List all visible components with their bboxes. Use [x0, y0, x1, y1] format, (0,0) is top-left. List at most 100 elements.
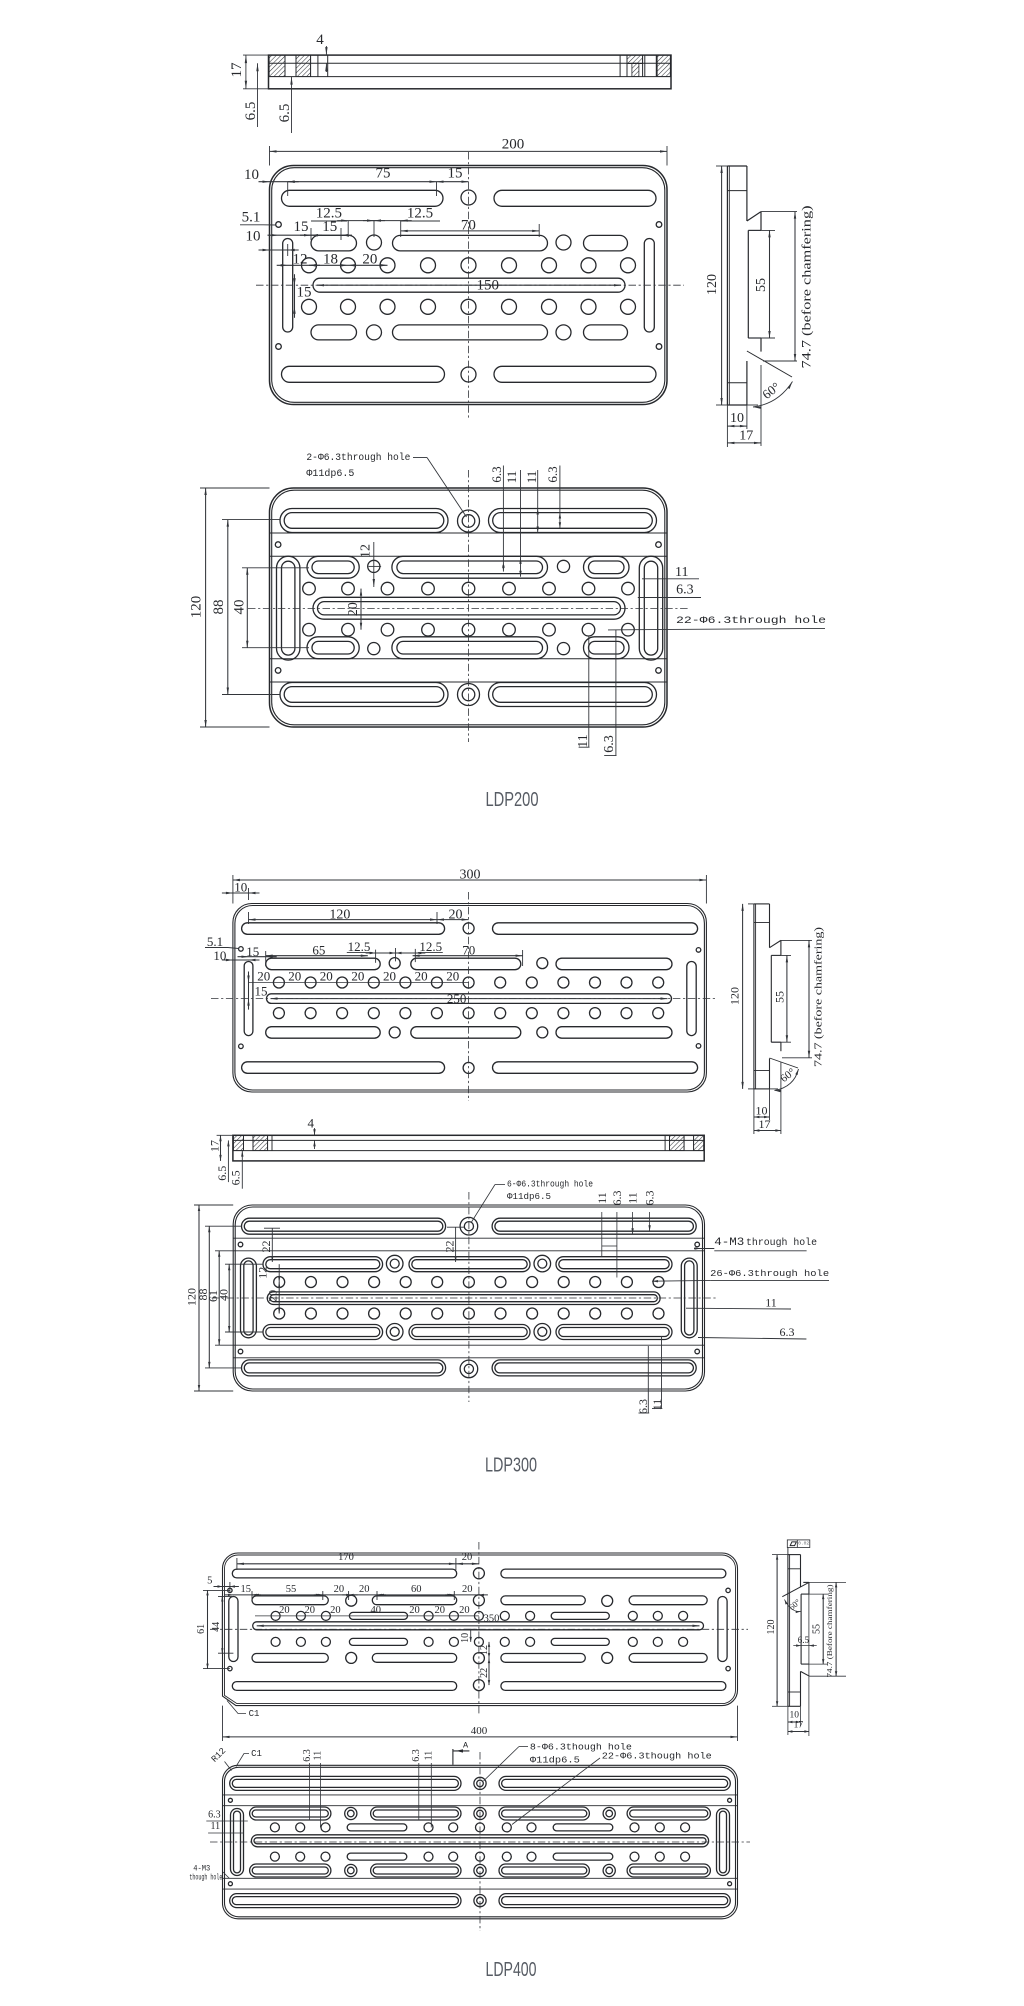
svg-text:10: 10: [244, 167, 259, 183]
svg-text:15: 15: [297, 285, 312, 301]
svg-text:4-M3: 4-M3: [193, 1864, 210, 1874]
svg-text:18: 18: [323, 252, 338, 268]
svg-text:2-Φ6.3through hole: 2-Φ6.3through hole: [306, 452, 410, 464]
svg-text:0.02: 0.02: [798, 1540, 809, 1546]
svg-text:55: 55: [812, 1624, 823, 1634]
svg-text:120: 120: [728, 987, 742, 1005]
svg-text:20: 20: [446, 969, 459, 984]
svg-text:12: 12: [256, 1267, 270, 1279]
svg-text:20: 20: [362, 252, 377, 268]
svg-text:10: 10: [730, 411, 744, 426]
svg-text:11: 11: [765, 1296, 777, 1310]
svg-text:12: 12: [359, 544, 374, 558]
svg-text:40: 40: [371, 1605, 382, 1616]
svg-text:11: 11: [313, 1751, 324, 1761]
svg-text:20: 20: [351, 969, 364, 984]
svg-text:6.3: 6.3: [302, 1749, 313, 1762]
svg-text:6.3: 6.3: [610, 1191, 624, 1206]
svg-text:12.5: 12.5: [348, 939, 371, 954]
svg-text:170: 170: [338, 1552, 354, 1563]
svg-text:40: 40: [216, 1289, 230, 1301]
svg-text:6.3: 6.3: [208, 1809, 221, 1820]
svg-text:20: 20: [415, 969, 428, 984]
svg-text:20: 20: [383, 969, 396, 984]
svg-text:20: 20: [462, 1552, 473, 1563]
svg-text:150: 150: [476, 277, 499, 293]
svg-text:A: A: [463, 1740, 469, 1750]
svg-text:6.5: 6.5: [798, 1635, 810, 1645]
svg-text:65: 65: [312, 943, 325, 958]
svg-text:11: 11: [576, 734, 591, 747]
svg-text:12: 12: [479, 1645, 490, 1655]
svg-text:10: 10: [460, 1633, 471, 1643]
svg-text:22-Φ6.3through hole: 22-Φ6.3through hole: [676, 615, 826, 627]
svg-text:11: 11: [524, 471, 539, 484]
svg-text:4-M3: 4-M3: [714, 1237, 744, 1249]
svg-text:70: 70: [461, 218, 476, 234]
svg-text:5.1: 5.1: [207, 934, 223, 949]
svg-text:6.3: 6.3: [602, 735, 617, 753]
svg-text:74.7 (Before chamfering): 74.7 (Before chamfering): [826, 1584, 834, 1678]
svg-text:6.3: 6.3: [411, 1749, 422, 1762]
svg-text:6.5: 6.5: [243, 102, 259, 121]
svg-text:22: 22: [479, 1668, 490, 1678]
svg-text:LDP400: LDP400: [486, 1959, 537, 1981]
svg-text:though hole: though hole: [189, 1873, 222, 1883]
svg-text:11: 11: [595, 1192, 609, 1204]
svg-text:10: 10: [789, 1711, 799, 1721]
svg-text:70: 70: [462, 943, 475, 958]
svg-text:10: 10: [234, 880, 247, 895]
svg-text:LDP200: LDP200: [486, 789, 539, 811]
svg-text:20: 20: [288, 969, 301, 984]
svg-text:12.5: 12.5: [407, 206, 433, 222]
svg-text:55: 55: [773, 991, 787, 1003]
svg-text:LDP300: LDP300: [485, 1455, 537, 1477]
svg-text:20: 20: [462, 1584, 473, 1595]
svg-text:88: 88: [196, 1289, 210, 1301]
svg-text:20: 20: [346, 602, 361, 616]
svg-text:74.7 (before chamfering): 74.7 (before chamfering): [813, 927, 825, 1067]
svg-text:17: 17: [759, 1117, 771, 1131]
svg-text:74.7 (before chamfering): 74.7 (before chamfering): [800, 206, 814, 369]
svg-text:20: 20: [334, 1584, 345, 1595]
svg-text:61: 61: [196, 1624, 207, 1634]
svg-text:15: 15: [246, 944, 259, 959]
svg-text:6.3: 6.3: [780, 1325, 795, 1339]
svg-text:11: 11: [210, 1821, 220, 1832]
svg-text:60: 60: [411, 1584, 422, 1595]
svg-text:120: 120: [705, 274, 720, 295]
svg-text:5.1: 5.1: [242, 210, 261, 226]
svg-text:through hole: through hole: [746, 1237, 817, 1249]
svg-text:17: 17: [739, 429, 753, 444]
svg-text:4: 4: [316, 32, 324, 48]
svg-text:40: 40: [232, 600, 248, 615]
svg-text:120: 120: [185, 1288, 199, 1306]
svg-text:6.3: 6.3: [489, 466, 504, 482]
svg-text:20: 20: [359, 1584, 370, 1595]
svg-text:20: 20: [459, 1605, 470, 1616]
svg-text:6.5: 6.5: [215, 1166, 229, 1181]
svg-text:22: 22: [259, 1241, 273, 1253]
svg-text:44: 44: [211, 1622, 222, 1632]
svg-text:120: 120: [329, 908, 350, 923]
svg-text:12.5: 12.5: [419, 939, 442, 954]
svg-text:20: 20: [435, 1605, 446, 1616]
svg-text:55: 55: [754, 278, 769, 292]
svg-text:11: 11: [626, 1192, 640, 1204]
svg-text:Φ11dp6.5: Φ11dp6.5: [507, 1192, 551, 1202]
svg-text:120: 120: [766, 1620, 777, 1635]
svg-text:22: 22: [442, 1241, 456, 1253]
svg-text:5: 5: [207, 1575, 212, 1586]
svg-text:6.5: 6.5: [277, 104, 293, 123]
svg-text:17: 17: [229, 62, 245, 78]
svg-text:350: 350: [484, 1613, 500, 1624]
svg-text:Φ11dp6.5: Φ11dp6.5: [306, 468, 354, 480]
svg-text:17: 17: [794, 1721, 804, 1731]
svg-text:6.3: 6.3: [676, 583, 694, 598]
svg-text:20: 20: [279, 1605, 290, 1616]
svg-text:8-Φ6.3though hole: 8-Φ6.3though hole: [530, 1743, 632, 1753]
svg-text:20: 20: [330, 1605, 341, 1616]
svg-text:55: 55: [286, 1584, 297, 1595]
svg-text:10: 10: [246, 229, 261, 245]
svg-text:88: 88: [211, 600, 227, 615]
